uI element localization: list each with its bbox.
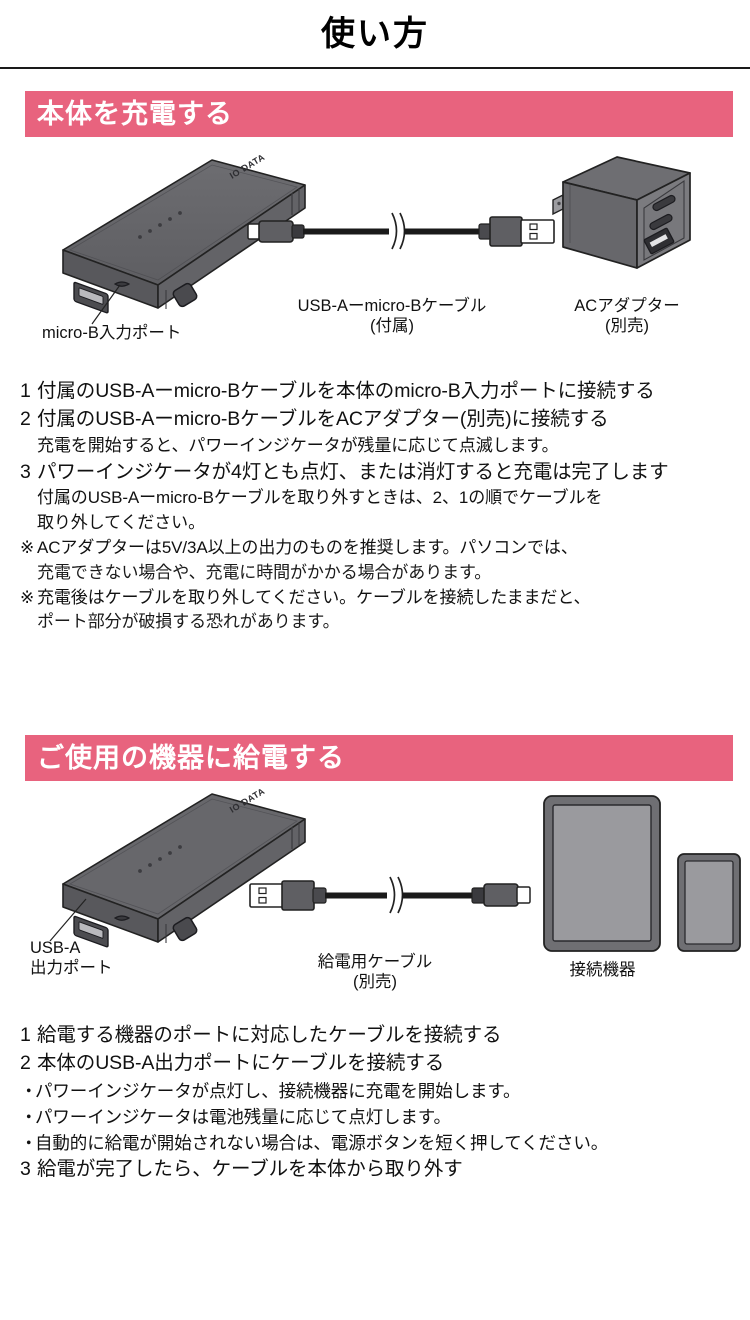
cable-illustration	[247, 213, 555, 250]
usb-c-port-1	[652, 195, 676, 212]
section-banner-charge-body: 本体を充電する	[25, 91, 733, 138]
cable-cord-right	[404, 228, 484, 235]
note-item: ※ ACアダプターは5V/3A以上の出力のものを推奨します。パソコンでは、	[20, 536, 732, 561]
steps-charge-body: 1 付属のUSB-Aーmicro-Bケーブルを本体のmicro-B入力ポートに接…	[0, 378, 750, 635]
usb-a-strain-relief-2	[312, 887, 327, 904]
note-text: 充電後はケーブルを取り外してください。ケーブルを接続したままだと、	[37, 587, 591, 607]
bullet-mark: ・	[20, 1080, 38, 1101]
step-item: 3 パワーインジケータが4灯とも点灯、または消灯すると充電は完了します	[20, 459, 732, 487]
title-divider	[0, 67, 750, 70]
step-item: 1 給電する機器のポートに対応したケーブルを接続する	[20, 1022, 732, 1050]
figure-charge-body-svg: IO DATA	[62, 152, 691, 325]
section-banner-power-device: ご使用の機器に給電する	[25, 735, 733, 782]
step-text: 本体のUSB-A出力ポートにケーブルを接続する	[37, 1051, 445, 1074]
usb-c-strain-relief	[471, 887, 486, 904]
label-usb-a-port-line1: USB-A	[30, 939, 81, 958]
note-text-cont: ポート部分が破損する恐れがあります。	[37, 612, 340, 632]
bullet-text: パワーインジケータは電池残量に応じて点灯します。	[35, 1106, 451, 1127]
step-text: 付属のUSB-Aーmicro-BケーブルをACアダプター(別売)に接続する	[37, 408, 609, 431]
label-ac-adapter-note: (別売)	[605, 317, 649, 336]
micro-b-strain-relief	[291, 224, 305, 239]
label-micro-b-port: micro-B入力ポート	[42, 324, 182, 343]
step-number: 3	[20, 1158, 31, 1181]
smartphone-illustration	[677, 853, 741, 953]
step-text: 給電する機器のポートに対応したケーブルを接続する	[37, 1024, 502, 1047]
micro-b-port-shape	[113, 281, 131, 288]
usb-a-port-adapter	[643, 228, 675, 255]
leader-line-usb-a	[49, 898, 87, 942]
section-spacer	[0, 635, 750, 713]
usb-a-plug-body	[489, 216, 523, 248]
label-ac-adapter-name: ACアダプター	[574, 297, 680, 316]
label-cable-name: USB-Aーmicro-Bケーブル	[297, 297, 487, 316]
label-supply-cable-name: 給電用ケーブル	[317, 953, 433, 972]
step-subtext: 充電を開始すると、パワーインジケータが残量に応じて点滅します。	[37, 435, 559, 455]
cable-cord-left-2	[325, 892, 387, 899]
label-cable-note: (付属)	[370, 317, 414, 336]
bullet-item: ・ パワーインジケータが点灯し、接続機器に充電を開始します。	[20, 1078, 732, 1104]
cable-cord-left	[303, 228, 389, 235]
micro-b-port-shape-2	[113, 915, 131, 921]
power-button-shape-2	[172, 917, 198, 942]
power-bank-illustration-2: IO DATA	[62, 786, 306, 948]
usb-a-plug-shell	[520, 219, 555, 245]
bullet-text: 自動的に給電が開始されない場合は、電源ボタンを短く押してください。	[35, 1133, 609, 1154]
step-subtext: 付属のUSB-Aーmicro-Bケーブルを取り外すときは、2、1の順でケーブルを	[37, 488, 603, 508]
cable-illustration-2	[249, 876, 531, 914]
step-text: パワーインジケータが4灯とも点灯、または消灯すると充電は完了します	[37, 460, 669, 483]
step-text: 給電が完了したら、ケーブルを本体から取り外す	[37, 1158, 463, 1181]
note-item: ※ 充電後はケーブルを取り外してください。ケーブルを接続したままだと、	[20, 586, 732, 611]
bullet-mark: ・	[20, 1133, 38, 1154]
cable-break-symbol	[391, 213, 406, 250]
step-number: 2	[20, 1051, 31, 1074]
power-button-shape	[172, 283, 198, 308]
step-item: 3 給電が完了したら、ケーブルを本体から取り外す	[20, 1156, 732, 1184]
ac-adapter-illustration	[552, 156, 691, 270]
step-item: 1 付属のUSB-Aーmicro-Bケーブルを本体のmicro-B入力ポートに接…	[20, 378, 732, 406]
label-supply-cable-note: (別売)	[353, 973, 397, 992]
bullet-mark: ・	[20, 1106, 38, 1127]
power-indicator-dots	[138, 211, 182, 240]
step-number: 3	[20, 460, 31, 483]
cable-break-symbol-2	[389, 876, 404, 914]
usb-a-port-shape	[73, 282, 109, 314]
note-mark: ※	[20, 587, 35, 607]
steps-power-device: 1 給電する機器のポートに対応したケーブルを接続する 2 本体のUSB-A出力ポ…	[0, 1022, 750, 1184]
note-text: ACアダプターは5V/3A以上の出力のものを推奨します。パソコンでは、	[37, 537, 578, 557]
step-number: 1	[20, 1024, 31, 1047]
tablet-illustration	[543, 795, 661, 953]
power-bank-illustration: IO DATA	[62, 152, 306, 314]
note-text-cont: 充電できない場合や、充電に時間がかかる場合があります。	[37, 562, 492, 582]
usb-c-port-2	[649, 214, 673, 231]
label-usb-a-port-line2: 出力ポート	[30, 959, 113, 978]
figure-power-device-svg: IO DATA	[49, 786, 741, 953]
usb-c-plug-body	[483, 883, 519, 907]
section-banner-label: ご使用の機器に給電する	[37, 742, 345, 773]
usb-c-plug-tip	[516, 886, 531, 904]
step-number: 2	[20, 408, 31, 431]
page-title: 使い方	[321, 15, 429, 53]
figure-charge-body: IO DATA	[0, 137, 750, 372]
leader-line-micro-b	[91, 285, 121, 325]
step-number: 1	[20, 380, 31, 403]
step-item: 2 本体のUSB-A出力ポートにケーブルを接続する	[20, 1050, 732, 1078]
figure-power-device: IO DATA	[0, 781, 750, 1016]
step-text: 付属のUSB-Aーmicro-Bケーブルを本体のmicro-B入力ポートに接続す…	[37, 380, 655, 403]
power-indicator-dots-2	[138, 845, 182, 874]
bullet-item: ・ 自動的に給電が開始されない場合は、電源ボタンを短く押してください。	[20, 1130, 732, 1156]
step-item: 2 付属のUSB-Aーmicro-BケーブルをACアダプター(別売)に接続する	[20, 406, 732, 434]
note-mark: ※	[20, 537, 35, 557]
usb-a-port-shape-2	[73, 915, 109, 948]
usb-a-plug-body-2	[281, 880, 315, 911]
micro-b-plug-body	[258, 220, 294, 244]
cable-cord-right-2	[402, 892, 476, 899]
bullet-text: パワーインジケータが点灯し、接続機器に充電を開始します。	[35, 1080, 521, 1101]
label-connected-device: 接続機器	[569, 961, 636, 980]
bullet-item: ・ パワーインジケータは電池残量に応じて点灯します。	[20, 1104, 732, 1130]
step-subtext: 取り外してください。	[37, 513, 205, 533]
section-banner-label: 本体を充電する	[37, 98, 233, 129]
